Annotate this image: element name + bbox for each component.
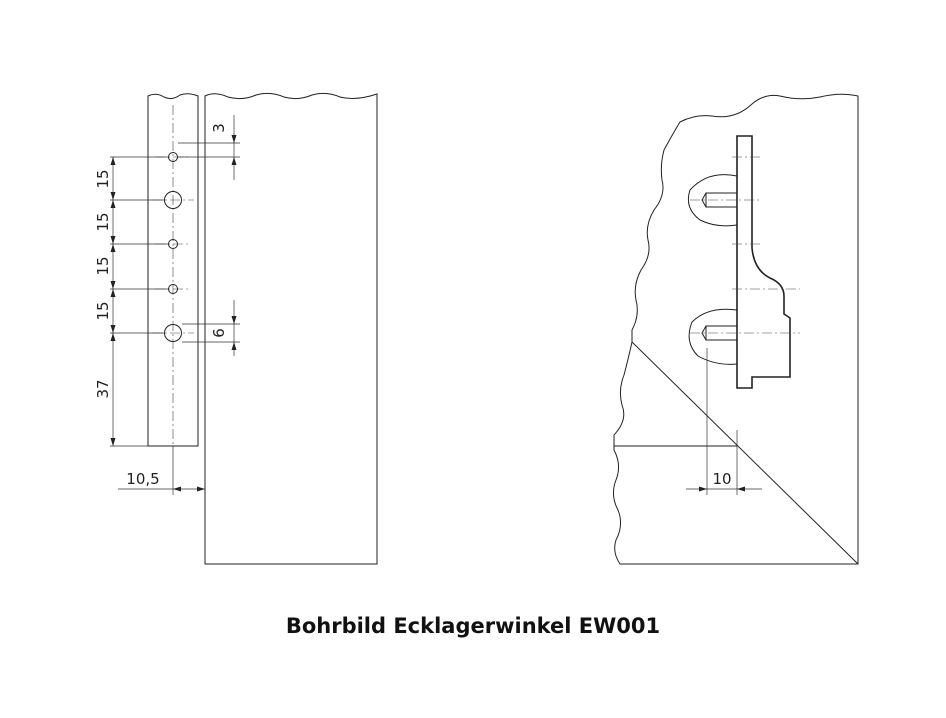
dim-3: 3 [210, 123, 228, 133]
hole-large-1 [164, 191, 182, 209]
hole-large-2 [164, 324, 182, 342]
left-view: 15 15 15 15 37 3 6 10,5 [94, 92, 378, 565]
dim-6: 6 [210, 328, 228, 338]
dim-15-b: 15 [94, 212, 112, 231]
hole-small-3 [168, 284, 178, 294]
dim-10-5: 10,5 [126, 470, 159, 488]
dim-15-a: 15 [94, 169, 112, 188]
bracket-profile [736, 135, 791, 389]
right-wall-outline [612, 93, 859, 565]
recess-bottom [688, 308, 738, 365]
drawing-caption: Bohrbild Ecklagerwinkel EW001 [285, 614, 661, 638]
dim-15-c: 15 [94, 256, 112, 275]
left-strip-outline [147, 93, 199, 447]
left-panel-outline [204, 92, 378, 565]
mitre-line [631, 341, 859, 565]
hole-small-2 [168, 239, 178, 249]
right-view: 10 [612, 93, 859, 565]
left-dim-arrows [110, 157, 116, 446]
dim-10: 10 [712, 470, 731, 488]
dim-15-d: 15 [94, 301, 112, 320]
recess-top [687, 174, 738, 227]
hole-small-1 [168, 152, 178, 162]
dim-37: 37 [94, 379, 112, 398]
